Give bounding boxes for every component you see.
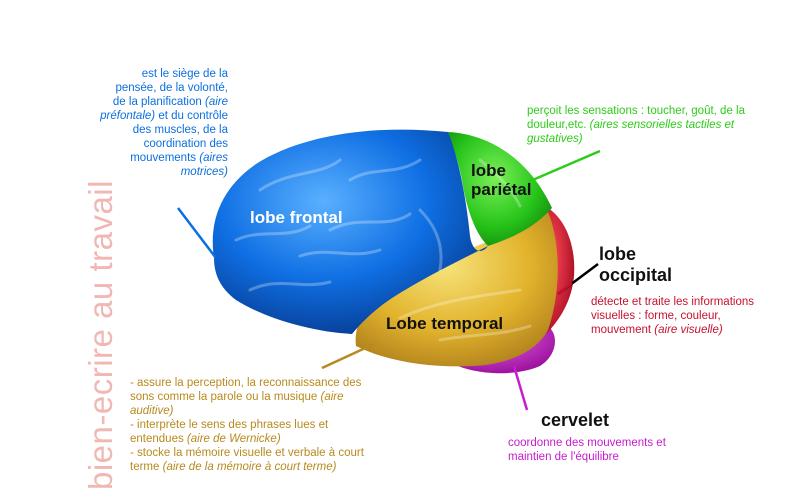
occipital-desc-text: détecte et traite les informations visue… bbox=[591, 296, 754, 337]
frontal-description: est le siège de la pensée, de la volonté… bbox=[100, 67, 228, 179]
frontal-lobe-region bbox=[212, 129, 488, 334]
frontal-desc-italic-1: (aire préfontale) bbox=[100, 96, 228, 123]
occipital-pointer-line-tip bbox=[557, 282, 573, 295]
occipital-description: détecte et traite les informations visue… bbox=[591, 295, 781, 337]
parietal-description: perçoit les sensations : toucher, goût, … bbox=[527, 104, 763, 146]
frontal-desc-text-2: et du contrôle des muscles, de la coordi… bbox=[130, 110, 228, 165]
frontal-desc-italic-2: (aires motrices) bbox=[180, 152, 228, 179]
parietal-pointer-line bbox=[527, 149, 601, 184]
temporal-line-1: - assure la perception, la reconnaissanc… bbox=[130, 377, 362, 404]
label-lobe-occipital: lobe occipital bbox=[599, 244, 673, 285]
occipital-desc-italic: (aire visuelle) bbox=[654, 324, 723, 337]
temporal-italic-1: (aire auditive) bbox=[130, 391, 344, 418]
temporal-italic-3: (aire de la mémoire à court terme) bbox=[162, 461, 337, 474]
cervelet-pointer-line bbox=[512, 365, 529, 411]
temporal-item-3: - stocke la mémoire visuelle et verbale … bbox=[130, 446, 380, 474]
parietal-lobe-region bbox=[448, 132, 552, 246]
gyri-texture bbox=[234, 158, 532, 342]
label-lobe-parietal: lobe pariétal bbox=[471, 161, 532, 199]
label-cervelet: cervelet bbox=[541, 410, 610, 430]
temporal-italic-2: (aire de Wernicke) bbox=[186, 433, 281, 446]
parietal-desc-text: perçoit les sensations : toucher, goût, … bbox=[527, 105, 745, 132]
label-lobe-frontal: lobe frontal bbox=[250, 208, 343, 227]
watermark-text: bien-ecrire au travail bbox=[82, 180, 119, 490]
frontal-pointer-line bbox=[177, 207, 217, 259]
parietal-desc-italic: (aires sensorielles tactiles et gustativ… bbox=[527, 119, 735, 146]
temporal-line-3: - stocke la mémoire visuelle et verbale … bbox=[130, 447, 364, 474]
temporal-line-2: - interprète le sens des phrases lues et… bbox=[130, 419, 329, 446]
temporal-lobe-region bbox=[355, 212, 558, 367]
frontal-desc-text: est le siège de la pensée, de la volonté… bbox=[112, 68, 228, 109]
label-lobe-temporal: Lobe temporal bbox=[386, 314, 504, 333]
temporal-item-2: - interprète le sens des phrases lues et… bbox=[130, 418, 380, 446]
temporal-description: - assure la perception, la reconnaissanc… bbox=[130, 376, 380, 474]
temporal-pointer-line bbox=[321, 342, 375, 370]
cervelet-description: coordonne des mouvements et maintien de … bbox=[508, 437, 666, 464]
temporal-item-1: - assure la perception, la reconnaissanc… bbox=[130, 376, 380, 418]
